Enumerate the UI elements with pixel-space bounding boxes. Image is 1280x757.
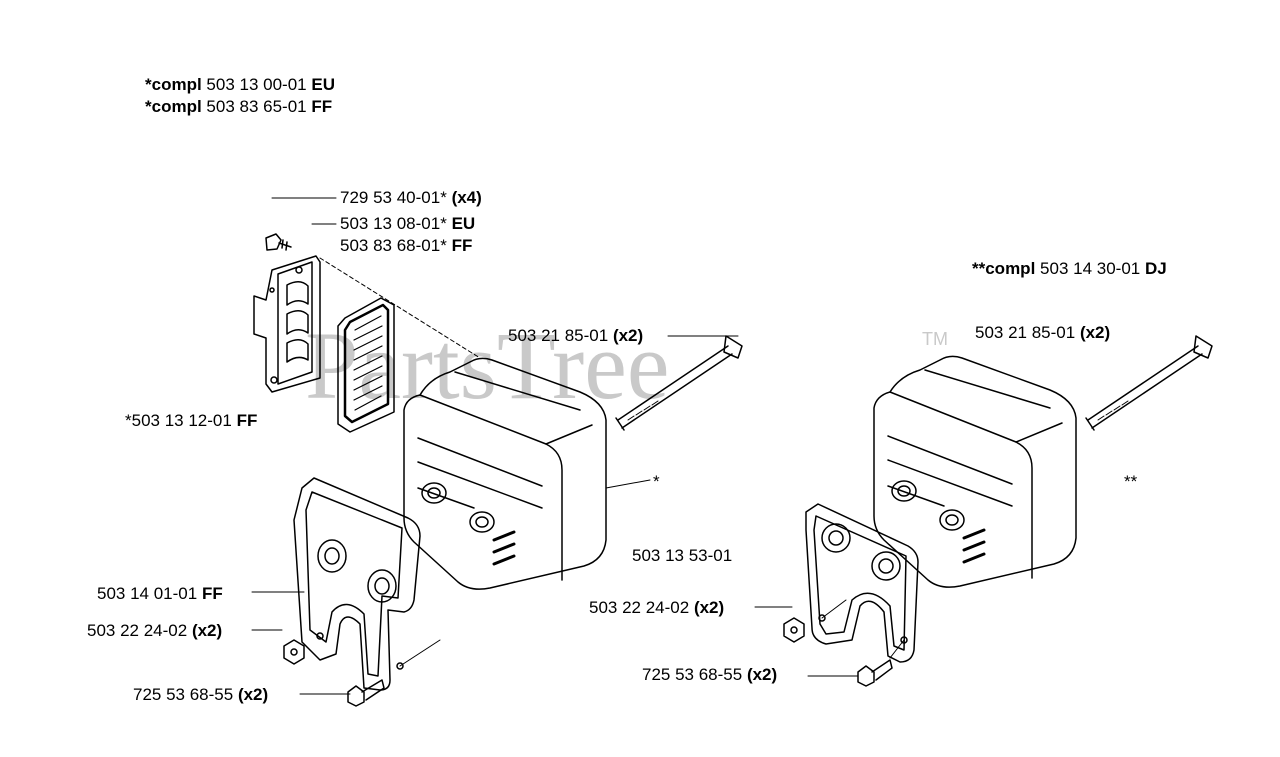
label-nut-left-number: 503 22 24-02 bbox=[87, 621, 188, 640]
label-bolt-right-suffix: (x2) bbox=[1079, 323, 1111, 342]
label-muffler-right-star-text: ** bbox=[1124, 472, 1138, 491]
header-compl-eu-suffix: EU bbox=[311, 75, 335, 94]
nut-right bbox=[783, 617, 805, 643]
label-guard-ff-number: 503 83 68-01* bbox=[340, 236, 447, 255]
screw-bottom-right bbox=[857, 659, 893, 687]
label-bolt-left-suffix: (x2) bbox=[612, 326, 644, 345]
label-guard-eu-suffix: EU bbox=[451, 214, 476, 233]
label-muffler-left-star: * bbox=[653, 472, 660, 492]
label-bolt-left-number: 503 21 85-01 bbox=[508, 326, 609, 345]
label-screw-left-suffix: (x2) bbox=[237, 685, 269, 704]
screw-top-left bbox=[265, 233, 292, 251]
leader-lines bbox=[251, 197, 859, 695]
label-screw-right: 725 53 68-55 (x2) bbox=[642, 665, 777, 685]
label-screw-x4-number: 729 53 40-01* bbox=[340, 188, 447, 207]
watermark-text: PartsTree bbox=[305, 312, 669, 419]
label-muffler-left-star-text: * bbox=[653, 472, 660, 491]
label-screw-right-suffix: (x2) bbox=[746, 665, 778, 684]
label-bolt-left: 503 21 85-01 (x2) bbox=[508, 326, 643, 346]
label-screen-suffix: FF bbox=[236, 411, 258, 430]
label-gasket-left-number: 503 14 01-01 bbox=[97, 584, 198, 603]
gasket-left bbox=[293, 477, 421, 691]
label-screw-left-number: 725 53 68-55 bbox=[133, 685, 234, 704]
label-gasket-left-suffix: FF bbox=[201, 584, 223, 603]
bolt-right bbox=[1085, 335, 1213, 431]
label-gasket-left: 503 14 01-01 FF bbox=[97, 584, 223, 604]
label-guard-eu: 503 13 08-01* EU bbox=[340, 214, 475, 234]
header-compl-eu: *compl 503 13 00-01 EU bbox=[145, 75, 335, 95]
header-compl-dj-number: 503 14 30-01 bbox=[1040, 259, 1141, 278]
label-gasket-right: 503 13 53-01 bbox=[632, 546, 732, 566]
header-compl-ff-number: 503 83 65-01 bbox=[206, 97, 307, 116]
label-nut-right: 503 22 24-02 (x2) bbox=[589, 598, 724, 618]
label-nut-left-suffix: (x2) bbox=[191, 621, 223, 640]
header-compl-ff-prefix: *compl bbox=[145, 97, 202, 116]
watermark-tm: TM bbox=[922, 329, 948, 349]
header-compl-dj: **compl 503 14 30-01 DJ bbox=[972, 259, 1167, 279]
gasket-right bbox=[805, 503, 919, 663]
label-guard-eu-number: 503 13 08-01* bbox=[340, 214, 447, 233]
alignment-line bbox=[319, 257, 481, 359]
label-screen: *503 13 12-01 FF bbox=[125, 411, 257, 431]
header-compl-dj-prefix: **compl bbox=[972, 259, 1036, 278]
header-compl-eu-prefix: *compl bbox=[145, 75, 202, 94]
label-screw-x4-suffix: (x4) bbox=[451, 188, 482, 207]
label-nut-right-number: 503 22 24-02 bbox=[589, 598, 690, 617]
screw-leader-line-left bbox=[399, 639, 441, 667]
label-guard-ff: 503 83 68-01* FF bbox=[340, 236, 472, 256]
label-nut-left: 503 22 24-02 (x2) bbox=[87, 621, 222, 641]
screw-bottom-left bbox=[347, 679, 385, 707]
label-nut-right-suffix: (x2) bbox=[693, 598, 725, 617]
header-compl-eu-number: 503 13 00-01 bbox=[206, 75, 307, 94]
label-screw-left: 725 53 68-55 (x2) bbox=[133, 685, 268, 705]
label-screw-right-number: 725 53 68-55 bbox=[642, 665, 743, 684]
header-compl-dj-suffix: DJ bbox=[1144, 259, 1167, 278]
heat-guard-plate bbox=[253, 255, 321, 393]
screw-leader-line-right bbox=[821, 599, 905, 659]
bolt-left bbox=[615, 335, 743, 431]
muffler-right bbox=[873, 355, 1077, 588]
spark-screen bbox=[337, 297, 395, 433]
label-bolt-right-number: 503 21 85-01 bbox=[975, 323, 1076, 342]
label-bolt-right: 503 21 85-01 (x2) bbox=[975, 323, 1110, 343]
muffler-left bbox=[403, 357, 607, 590]
header-compl-ff: *compl 503 83 65-01 FF bbox=[145, 97, 332, 117]
label-screw-x4: 729 53 40-01* (x4) bbox=[340, 188, 482, 208]
nut-left bbox=[283, 639, 305, 665]
label-screen-number: *503 13 12-01 bbox=[125, 411, 232, 430]
label-muffler-right-star: ** bbox=[1124, 472, 1137, 492]
label-gasket-right-number: 503 13 53-01 bbox=[632, 546, 733, 565]
header-compl-ff-suffix: FF bbox=[311, 97, 333, 116]
label-guard-ff-suffix: FF bbox=[451, 236, 473, 255]
